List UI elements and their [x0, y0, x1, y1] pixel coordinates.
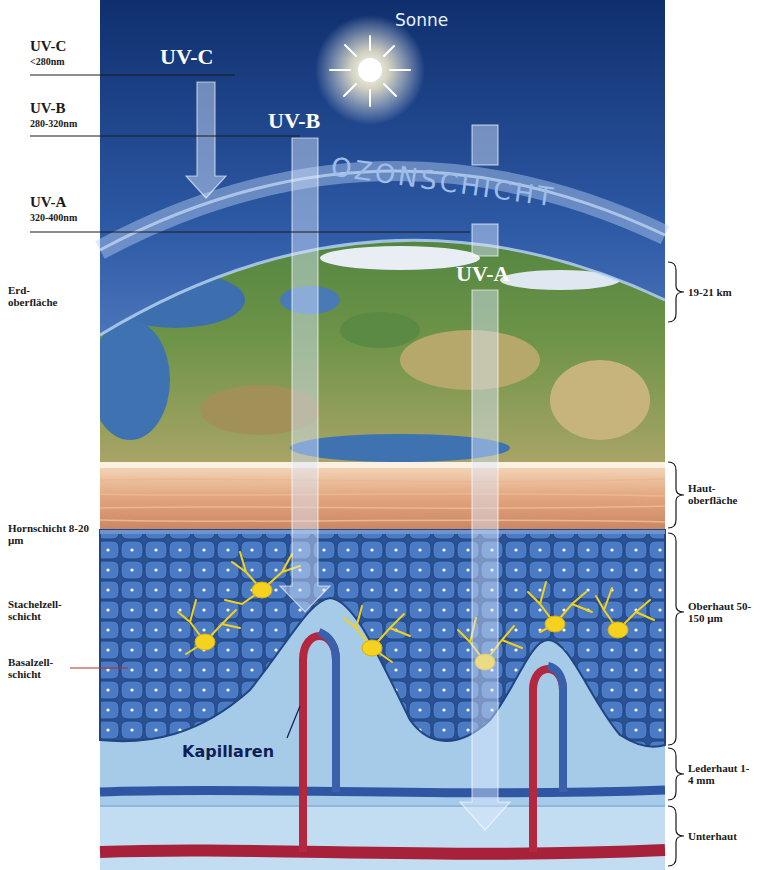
rule-line	[30, 136, 300, 137]
melanocyte	[545, 616, 565, 632]
band-name: UV-A	[30, 194, 66, 211]
uv-c-arrow	[186, 82, 226, 198]
sun	[358, 58, 382, 82]
layer-name: Hornschicht 8-20 µm	[8, 522, 90, 546]
wavelength: 320-400nm	[30, 212, 77, 223]
leader-line	[287, 706, 300, 738]
skin-line	[100, 520, 665, 522]
skin-surface	[100, 462, 665, 532]
earth-desert	[550, 360, 650, 440]
leader-line	[70, 667, 128, 668]
layer-name: Oberhaut 50-150 µm	[688, 600, 754, 624]
atmosphere-glow	[100, 240, 665, 335]
sky	[100, 0, 665, 462]
bracket	[668, 262, 684, 322]
sun-ray	[390, 69, 410, 71]
artery	[100, 850, 665, 854]
wavelength: <280nm	[30, 56, 65, 67]
epidermis	[100, 530, 665, 747]
sun-rays	[330, 36, 410, 106]
dimension: 19-21 km	[688, 286, 732, 298]
dendrite	[344, 606, 410, 662]
uv-a-arrow	[460, 290, 510, 830]
sun-glow	[315, 15, 425, 125]
arrow-label: UV-A	[456, 263, 509, 285]
horn-layer	[100, 530, 665, 534]
skin-highlight	[100, 462, 665, 468]
sun-ray	[345, 45, 356, 56]
dermis	[100, 530, 665, 806]
capillary-loop-venous	[319, 632, 336, 792]
capillary-loop-venous	[548, 666, 563, 792]
arrow-label: UV-C	[160, 46, 213, 68]
skin-line	[100, 479, 665, 482]
dendrite	[225, 552, 300, 604]
layer-name: Stachelzell- schicht	[8, 598, 62, 622]
arrow-label: UV-B	[268, 110, 320, 132]
rule-line	[30, 75, 235, 76]
sun-ray	[369, 90, 371, 106]
layer-name: Lederhaut 1-4 mm	[688, 762, 754, 786]
bracket	[668, 748, 684, 800]
band-name: UV-C	[30, 38, 66, 55]
sun-ray	[344, 84, 356, 96]
melanocytes	[195, 582, 628, 670]
layer-name: Erd- oberfläche	[8, 284, 57, 308]
earth-forest	[340, 312, 420, 348]
subcutis	[100, 806, 665, 870]
earth-land	[100, 160, 665, 462]
sun-label: Sonne	[395, 10, 448, 30]
sun-ray	[369, 36, 371, 50]
skin-lines	[100, 479, 665, 522]
wavelength: 280-320nm	[30, 118, 77, 129]
layer-name: Haut- oberfläche	[688, 482, 737, 506]
rule-line	[30, 232, 470, 233]
vein	[100, 790, 665, 793]
uv-a-arrow-part	[472, 125, 498, 165]
melanocyte	[195, 634, 215, 650]
layer-name: Unterhaut	[688, 830, 737, 842]
skin-line	[100, 494, 665, 496]
dendrite	[178, 600, 240, 654]
layer-border	[100, 805, 665, 807]
uv-b-arrow	[280, 138, 330, 612]
melanocyte-dendrites	[178, 552, 654, 662]
layer-name: Basalzell- schicht	[8, 656, 53, 680]
earth-sea	[90, 320, 170, 440]
melanocyte	[608, 622, 628, 638]
melanocyte	[252, 582, 272, 598]
sun-ray	[330, 69, 350, 71]
sun-ray	[384, 46, 394, 56]
wavelength-rules	[30, 75, 470, 232]
band-name: UV-B	[30, 100, 66, 117]
melanocyte	[362, 640, 382, 656]
capillary-loop	[303, 636, 336, 852]
skin-line	[100, 506, 665, 508]
dendrite	[528, 582, 592, 632]
layer-name: OZONSCHICHT	[329, 152, 557, 212]
earth-steppe	[400, 330, 540, 390]
bracket	[668, 806, 684, 866]
uv-a-arrow-part	[472, 224, 498, 256]
brackets	[668, 262, 684, 866]
earth	[90, 160, 665, 462]
sun-ray	[384, 84, 396, 96]
part-name: Kapillaren	[182, 742, 274, 761]
bracket	[668, 533, 684, 745]
bracket	[668, 462, 684, 528]
capillary-loop	[533, 669, 563, 852]
